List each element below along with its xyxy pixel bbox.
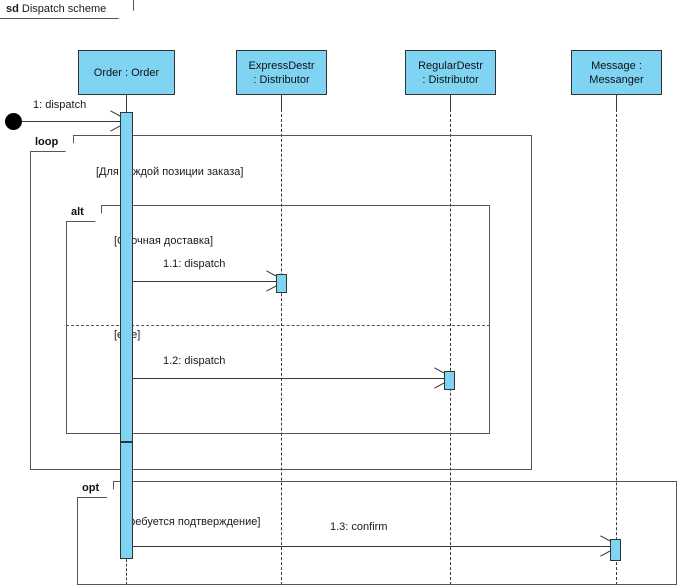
message-label-1-1-dispatch: 1.1: dispatch <box>163 258 226 270</box>
lifeline-line-regular-destr <box>450 109 451 585</box>
lifeline-line-order-stub <box>126 95 127 113</box>
fragment-opt-guard: [Требуется подтверждение] <box>120 516 261 528</box>
lifeline-head-regular-destr[interactable]: RegularDestr : Distributor <box>405 50 496 95</box>
diagram-frame-header: sd Dispatch scheme <box>0 0 134 19</box>
fragment-alt-guard-first: [Срочная доставка] <box>114 235 214 247</box>
fragment-loop[interactable] <box>30 135 532 470</box>
lifeline-label-messanger-line2: Messanger <box>589 73 644 86</box>
lifeline-head-order[interactable]: Order : Order <box>78 50 175 95</box>
activation-bar-order-main <box>120 112 133 442</box>
fragment-opt[interactable] <box>77 481 677 585</box>
message-line-1-2-dispatch[interactable] <box>133 378 444 379</box>
message-label-1-dispatch: 1: dispatch <box>33 99 87 111</box>
fragment-loop-operator-label: loop <box>35 136 59 148</box>
start-node-icon <box>5 113 22 130</box>
lifeline-line-messanger <box>616 109 617 585</box>
lifeline-line-express-destr <box>281 109 282 585</box>
diagram-kind-keyword: sd <box>6 3 19 15</box>
activation-bar-regular-destr <box>444 371 455 390</box>
fragment-loop-operator-tab: loop <box>30 135 74 152</box>
fragment-loop-guard: [Для каждой позиции заказа] <box>96 166 244 178</box>
fragment-alt-operator-tab: alt <box>66 205 102 222</box>
lifeline-head-messanger[interactable]: Message : Messanger <box>571 50 662 95</box>
lifeline-label-regular-line2: : Distributor <box>422 73 479 86</box>
message-line-1-dispatch[interactable] <box>22 121 120 122</box>
message-arrowhead-1-2-dispatch <box>433 372 444 384</box>
message-arrowhead-1-1-dispatch <box>265 275 276 287</box>
lifeline-label-order-line1: Order : Order <box>93 66 160 79</box>
fragment-opt-operator-tab: opt <box>77 481 114 498</box>
lifeline-head-express-destr[interactable]: ExpressDestr : Distributor <box>236 50 327 95</box>
lifeline-line-express-stub <box>281 95 282 109</box>
message-label-1-3-confirm: 1.3: confirm <box>330 521 388 533</box>
lifeline-label-express-line1: ExpressDestr <box>248 59 315 72</box>
activation-bar-messanger <box>610 539 621 561</box>
lifeline-line-order <box>126 559 127 585</box>
fragment-alt-else-divider <box>66 325 490 326</box>
message-line-1-3-confirm[interactable] <box>133 546 610 547</box>
fragment-alt-operator-label: alt <box>71 206 84 218</box>
diagram-title: Dispatch scheme <box>21 3 107 15</box>
lifeline-label-regular-line1: RegularDestr <box>418 59 483 72</box>
message-label-1-2-dispatch: 1.2: dispatch <box>163 355 226 367</box>
activation-bar-order-opt <box>120 442 133 559</box>
fragment-opt-operator-label: opt <box>82 482 100 494</box>
lifeline-line-messanger-stub <box>616 95 617 109</box>
activation-bar-express-destr <box>276 274 287 293</box>
message-line-1-1-dispatch[interactable] <box>133 281 276 282</box>
lifeline-label-express-line2: : Distributor <box>253 73 310 86</box>
lifeline-label-messanger-line1: Message : <box>591 59 642 72</box>
message-arrowhead-1-3-confirm <box>599 540 610 552</box>
fragment-alt[interactable] <box>66 205 490 434</box>
message-arrowhead-1-dispatch <box>109 115 120 127</box>
lifeline-line-regular-stub <box>450 95 451 109</box>
